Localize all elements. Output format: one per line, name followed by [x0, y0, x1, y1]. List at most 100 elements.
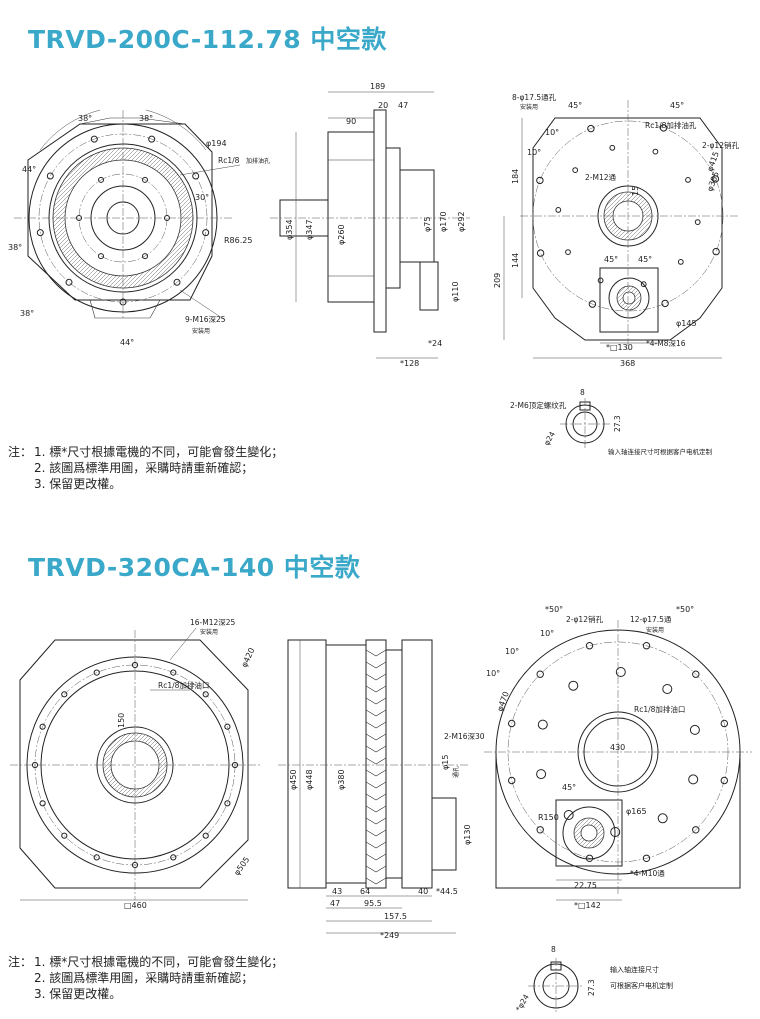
notes-1: 注：1. 標*尺寸根據電機的不同，可能會發生變化； 2. 該圖爲標準用圖，采購時…: [8, 444, 283, 492]
dim-label: *44.5: [436, 887, 458, 896]
bolt-hole: [508, 719, 516, 728]
bolt-hole: [192, 172, 200, 180]
input-boss: [431, 797, 457, 871]
bolt-hole: [585, 642, 594, 650]
front-view-2: □460 φ420 150 φ505 16-M12深25 安装用 Rc1/8加排…: [10, 618, 262, 910]
callout: 8-φ17.5通孔: [512, 92, 557, 102]
bolt-holes: [508, 642, 728, 862]
bolt-hole: [98, 253, 104, 260]
fin-mark: [365, 769, 387, 789]
dim-label: φ450: [289, 769, 298, 790]
callout: Rc1/8加排油孔: [645, 120, 697, 130]
rear-flange: [401, 639, 433, 889]
bolt-hole: [31, 761, 39, 769]
note-row: 3. 保留更改權。: [8, 986, 283, 1002]
side-view-2: φ450 φ448 φ380 φ15 φ130 2-M16深30 通孔 43 6…: [278, 639, 485, 940]
section-title-2: TRVD-320CA-140 中空款: [28, 553, 361, 582]
dim-label: *249: [380, 931, 399, 940]
dim-label: φ470: [495, 690, 510, 712]
bolt-hole: [692, 826, 700, 834]
dim-label: φ170: [439, 211, 448, 232]
bolt-hole: [555, 207, 562, 213]
dim-label: φ354: [285, 219, 294, 240]
fin-mark: [365, 673, 387, 693]
housing: [327, 131, 375, 303]
dim-label: 45°: [568, 101, 582, 110]
callout: 安装用: [646, 626, 664, 634]
bolt-hole: [173, 278, 181, 286]
bolt-hole: [93, 854, 100, 861]
input-circle: [562, 806, 616, 860]
bolt-hole: [164, 215, 170, 221]
fin-mark: [365, 817, 387, 837]
fin-mark: [365, 649, 387, 669]
section-title-1: TRVD-200C-112.78 中空款: [28, 25, 387, 54]
dim-label: φ385: [705, 170, 720, 192]
callout: 输入轴连接尺寸: [610, 965, 659, 974]
dim-label: φ15: [441, 755, 450, 770]
dim-label: 157.5: [384, 912, 407, 921]
callout: *4-M10通: [630, 868, 665, 878]
dim-label: 64: [360, 887, 370, 896]
dim-label: φ24: [542, 430, 557, 447]
fin-mark: [365, 697, 387, 717]
bolt-hole: [585, 854, 594, 862]
bolt-hole: [720, 776, 728, 785]
note-text: 1. 標*尺寸根據電機的不同，可能會發生變化；: [34, 955, 284, 969]
bolt-hole: [657, 813, 668, 824]
callout: 加排油孔: [246, 157, 270, 165]
bolt-hole: [563, 810, 574, 820]
bolt-hole: [712, 247, 720, 256]
dim-label: 43: [332, 887, 342, 896]
notes-2: 注：1. 標*尺寸根據電機的不同，可能會發生變化； 2. 該圖爲標準用圖，采購時…: [8, 954, 283, 1002]
dim-label: φ75: [423, 217, 432, 232]
dim-label: 47: [398, 101, 408, 110]
shaft-detail-1: 2-M6顶定螺纹孔 输入轴连接尺寸可根据客户电机定制 8 φ24 27.3: [510, 388, 713, 456]
dim-label: 47: [330, 899, 340, 908]
bolt-hole: [588, 300, 597, 308]
dim-label: 10°: [527, 148, 541, 157]
dim-label: φ145: [676, 319, 697, 328]
dim-label: φ448: [305, 769, 314, 790]
dim-label: *24: [428, 339, 442, 348]
bolt-hole: [131, 661, 139, 669]
dim-label: 209: [493, 273, 502, 288]
bolt-hole: [640, 281, 647, 288]
dim-label: 40: [418, 887, 428, 896]
bolt-hole: [610, 827, 621, 837]
dim-label: 430: [610, 743, 625, 752]
bolt-hole: [36, 229, 44, 237]
bolt-hole: [615, 667, 626, 677]
bolt-hole: [536, 249, 545, 257]
dim-label: *φ24: [514, 993, 531, 1013]
flange-outline: [27, 123, 213, 301]
bolt-hole: [142, 176, 148, 183]
dim-label: 44°: [120, 338, 134, 347]
note-text: 1. 標*尺寸根據電機的不同，可能會發生變化；: [34, 445, 284, 459]
dim-label: 10°: [545, 128, 559, 137]
dim-label: R86.25: [224, 236, 252, 245]
bolt-hole: [61, 691, 68, 698]
housing: [325, 644, 367, 884]
bolt-hole: [119, 298, 127, 306]
bolt-hole: [170, 669, 177, 676]
bolt-holes: [36, 135, 210, 306]
rear-outline: [532, 117, 723, 341]
dim-label: 27.3: [613, 415, 622, 432]
bolt-hole: [568, 680, 579, 691]
dim-label: 15: [631, 186, 640, 196]
dim-label: 10°: [505, 647, 519, 656]
callout: 2-φ12销孔: [702, 140, 739, 150]
note-row: 注：1. 標*尺寸根據電機的不同，可能會發生變化；: [8, 444, 283, 460]
dim-label: *128: [400, 359, 419, 368]
bolt-hole: [224, 723, 231, 730]
dim-label: *50°: [545, 605, 563, 614]
bolt-hole: [536, 769, 547, 780]
bolt-hole: [688, 774, 699, 785]
bolt-hole: [148, 135, 156, 143]
bolt-hole: [90, 135, 98, 143]
motor-flange: [599, 267, 659, 333]
dim-label: 90: [346, 117, 356, 126]
bolt-hole: [508, 776, 516, 785]
